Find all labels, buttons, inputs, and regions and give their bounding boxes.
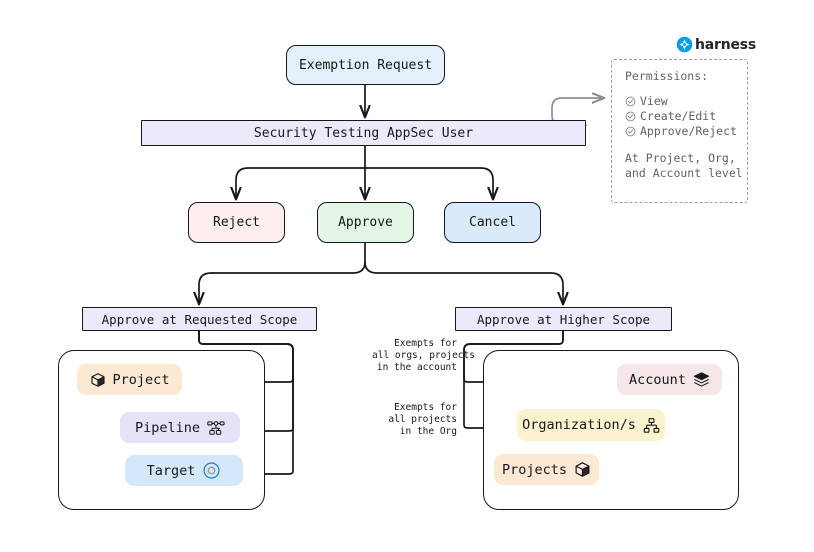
target-label: Target bbox=[146, 462, 196, 479]
exemption-request-node[interactable]: Exemption Request bbox=[286, 45, 445, 85]
harness-logo: harness bbox=[676, 36, 756, 53]
permission-label: Approve/Reject bbox=[640, 124, 737, 138]
harness-wordmark: harness bbox=[695, 36, 757, 53]
cube-icon bbox=[574, 461, 591, 478]
check-circle-icon bbox=[625, 111, 636, 122]
approve-at-higher-scope-node[interactable]: Approve at Higher Scope bbox=[455, 307, 672, 331]
projects-node[interactable]: Projects bbox=[494, 454, 599, 485]
cancel-node[interactable]: Cancel bbox=[444, 202, 541, 243]
permission-label: View bbox=[640, 94, 668, 108]
account-label: Account bbox=[629, 371, 686, 388]
organizations-node[interactable]: Organization/s bbox=[517, 409, 665, 441]
target-node[interactable]: Target bbox=[125, 455, 243, 486]
permissions-note-line2: and Account level bbox=[625, 166, 743, 180]
account-node[interactable]: Account bbox=[617, 364, 722, 395]
pipeline-node[interactable]: Pipeline bbox=[120, 412, 240, 443]
organizations-label: Organization/s bbox=[522, 417, 636, 433]
check-circle-icon bbox=[625, 96, 636, 107]
layers-icon bbox=[693, 371, 710, 388]
permissions-note-line1: At Project, Org, bbox=[625, 151, 736, 165]
pipeline-label: Pipeline bbox=[134, 419, 201, 436]
projects-label: Projects bbox=[501, 461, 568, 478]
appsec-user-node[interactable]: Security Testing AppSec User bbox=[141, 120, 586, 146]
approve-node[interactable]: Approve bbox=[317, 202, 414, 243]
permission-item-create-edit: Create/Edit bbox=[625, 109, 747, 124]
project-label: Project bbox=[112, 371, 170, 388]
sitemap-icon bbox=[643, 417, 660, 434]
permission-item-approve-reject: Approve/Reject bbox=[625, 124, 747, 139]
cube-icon bbox=[90, 372, 106, 388]
permission-item-view: View bbox=[625, 94, 747, 109]
check-circle-icon bbox=[625, 126, 636, 137]
harness-diamond-icon bbox=[676, 36, 693, 53]
account-exempt-edge-label: Exempts for all orgs, projects in the ac… bbox=[372, 338, 475, 373]
org-exempt-edge-label: Exempts for all projects in the Org bbox=[388, 402, 457, 437]
target-icon bbox=[202, 461, 221, 480]
reject-node[interactable]: Reject bbox=[188, 202, 285, 243]
pipeline-icon bbox=[207, 420, 225, 436]
permission-label: Create/Edit bbox=[640, 109, 717, 123]
permissions-title: Permissions: bbox=[625, 69, 709, 83]
approve-at-requested-scope-node[interactable]: Approve at Requested Scope bbox=[82, 307, 317, 331]
permissions-list: View Create/Edit Approve/Reject bbox=[625, 94, 747, 139]
permissions-box: Permissions: View Create/Edit bbox=[611, 59, 748, 203]
project-node[interactable]: Project bbox=[77, 364, 182, 395]
